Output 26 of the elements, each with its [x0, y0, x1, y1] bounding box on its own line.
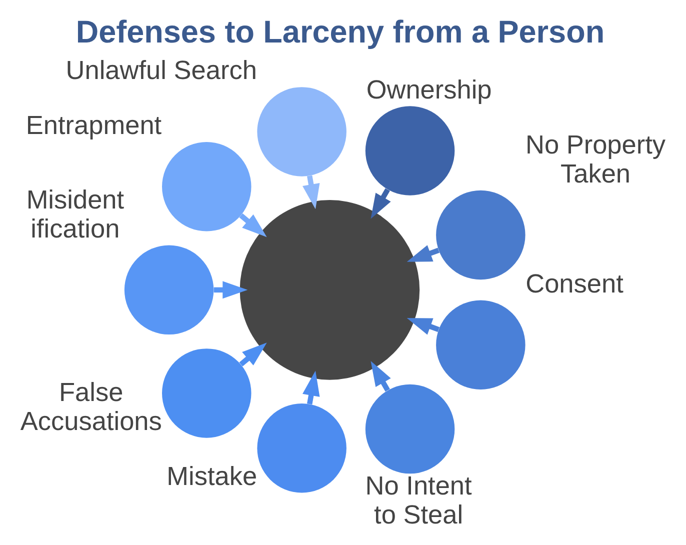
node-label: False Accusations: [20, 377, 162, 436]
arrow: [370, 360, 391, 392]
node-circle: [257, 87, 346, 176]
node-circle: [124, 245, 214, 335]
arrow: [370, 188, 391, 219]
arrow: [302, 370, 320, 405]
node-label: Entrapment: [26, 110, 162, 140]
node-circle: [436, 190, 526, 280]
node-label: Misident ification: [26, 184, 124, 244]
arrow: [239, 213, 267, 238]
node-label: No Intent to Steal: [365, 470, 472, 530]
node-label: Consent: [526, 268, 624, 298]
node-circle: [436, 300, 526, 390]
arrow: [214, 281, 248, 299]
arrow: [302, 175, 320, 210]
node-label: Unlawful Search: [66, 55, 257, 86]
node-label: Ownership: [366, 74, 492, 104]
node-label: No Property Taken: [525, 130, 666, 188]
diagram-title: Defenses to Larceny from a Person: [76, 14, 605, 50]
arrow: [239, 342, 267, 366]
node-circle: [365, 106, 455, 196]
arrow: [406, 318, 440, 335]
node-circle: [257, 404, 346, 493]
node-label: Mistake: [166, 460, 258, 491]
arrow: [406, 245, 440, 262]
node-circle: [365, 384, 455, 474]
